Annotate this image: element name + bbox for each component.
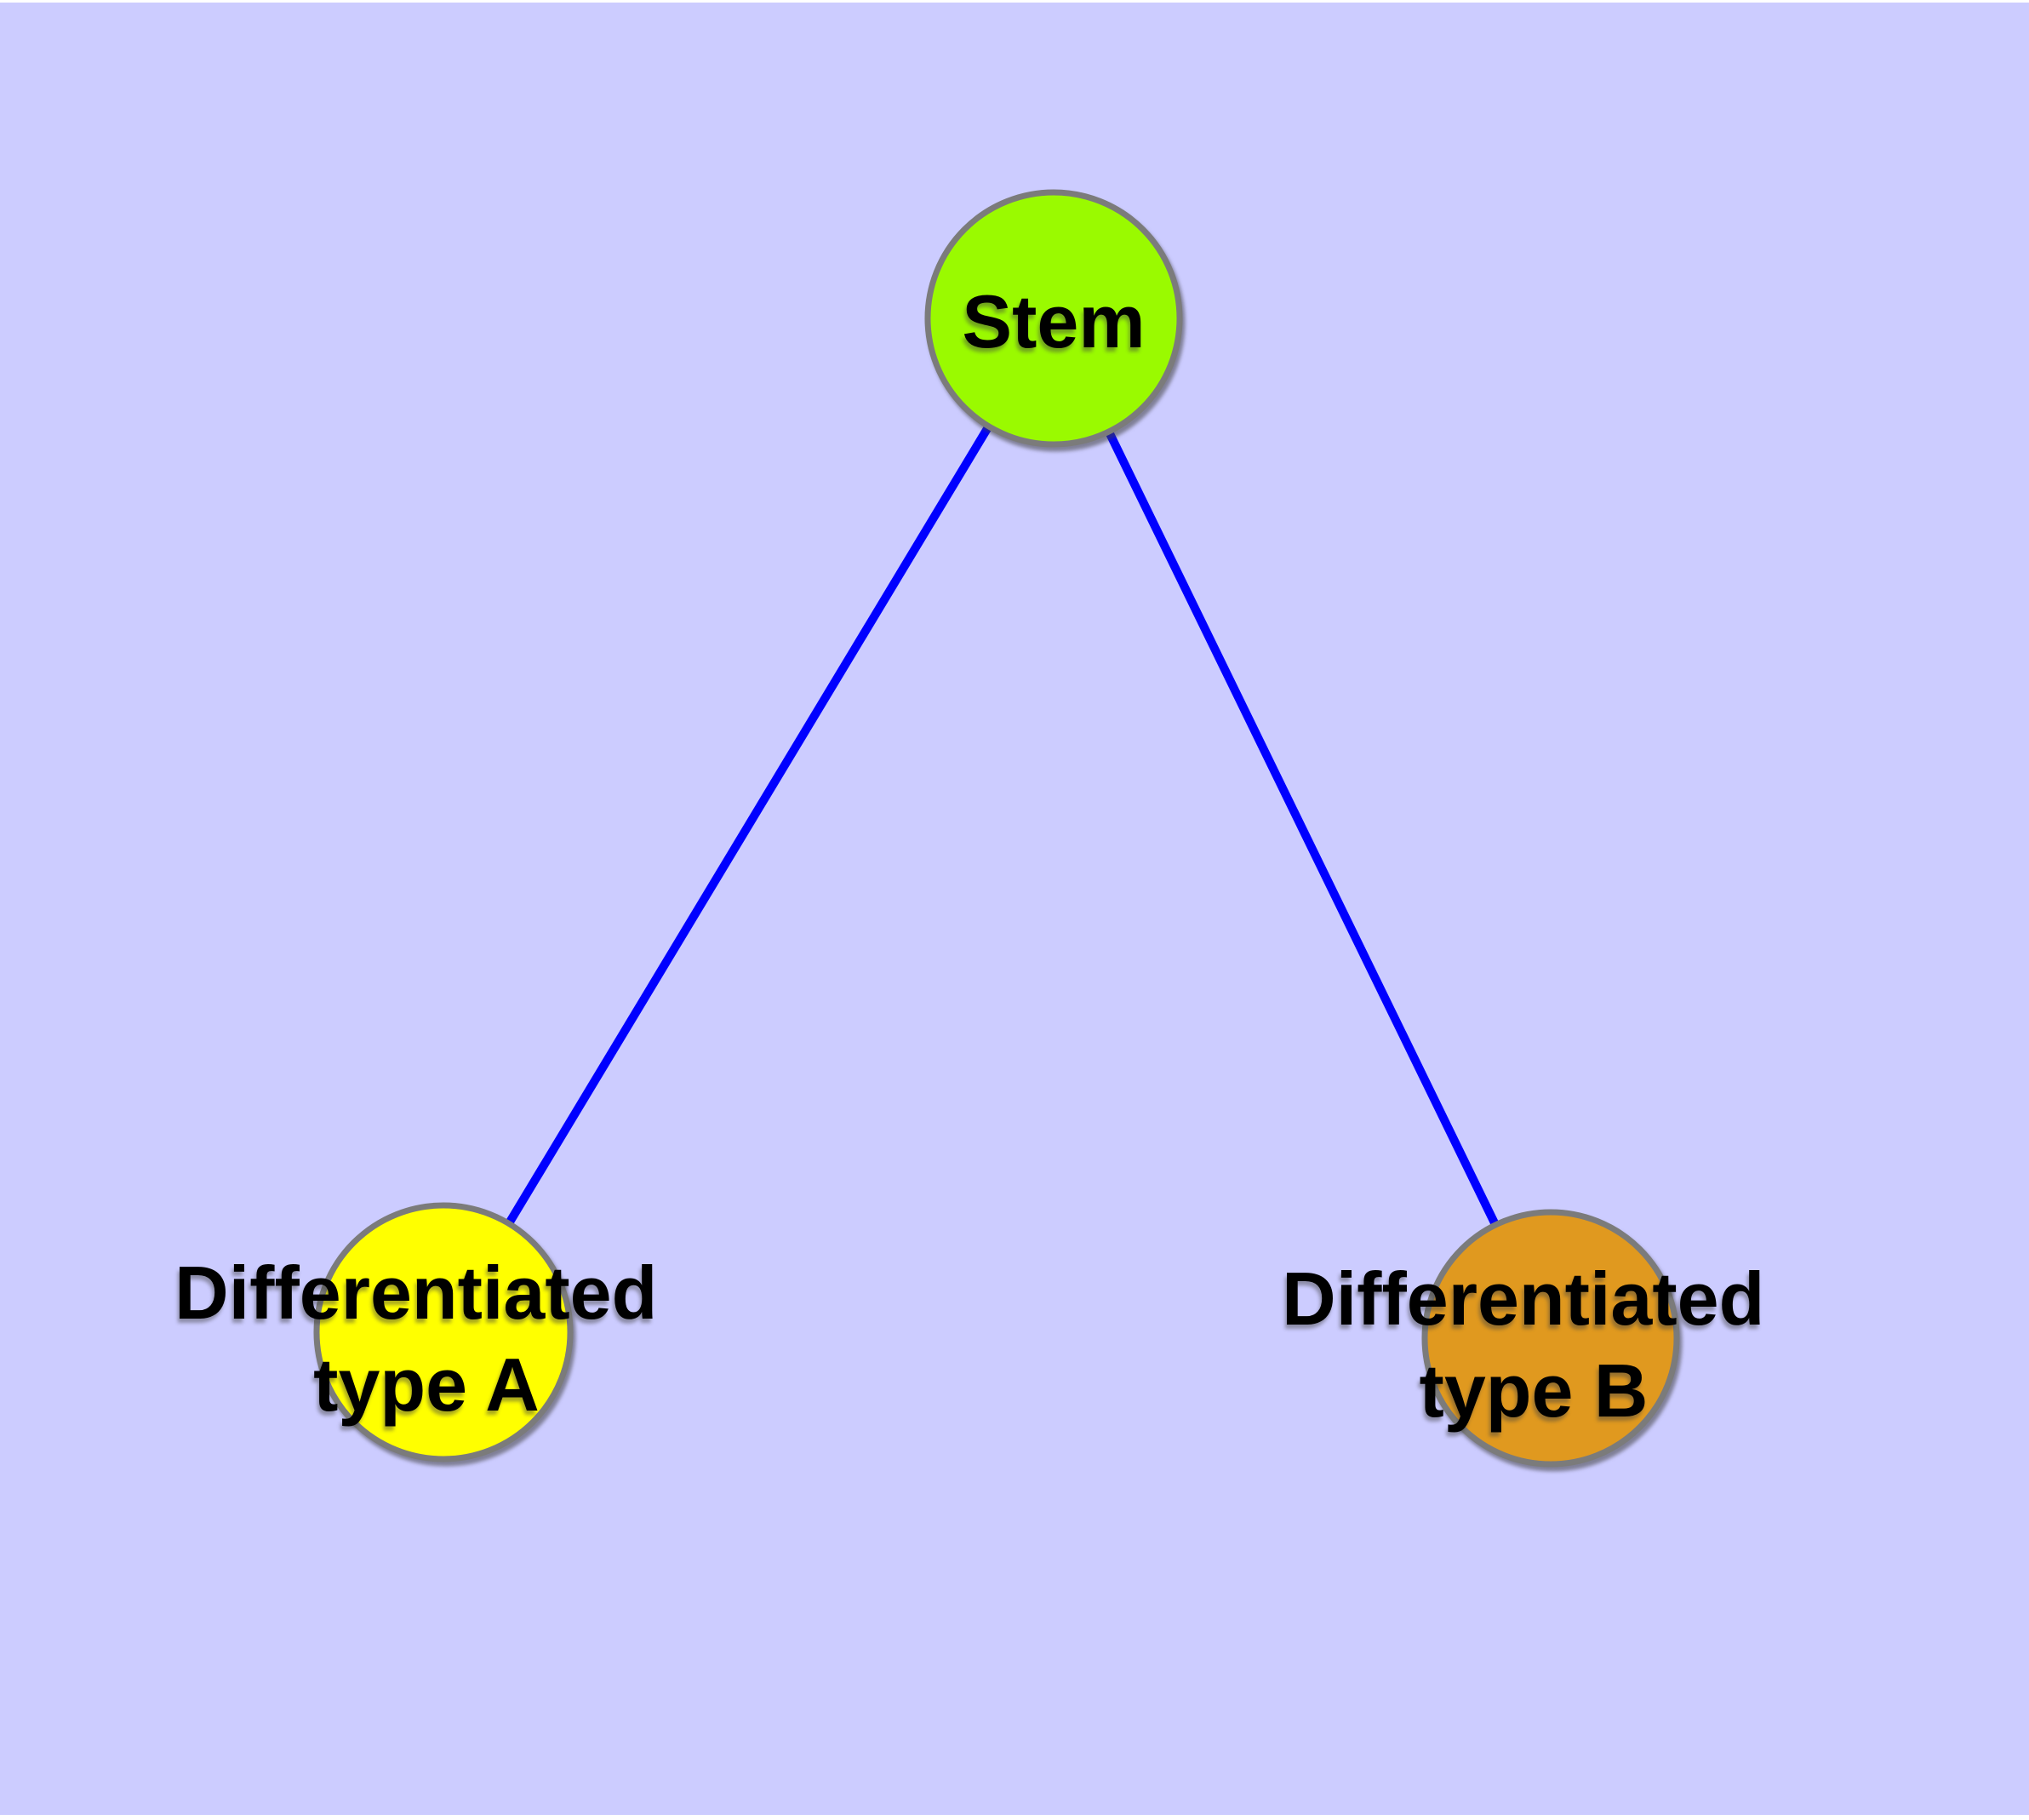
node-stem-circle <box>924 189 1183 448</box>
edge-stem-to-type-a <box>439 316 1058 1335</box>
node-type-b-label-line2: type B <box>1420 1348 1649 1433</box>
node-type-b-label-line1: Differentiated <box>1282 1256 1764 1341</box>
node-type-a-label-line1: Differentiated <box>174 1251 657 1335</box>
node-type-b-circle <box>1421 1209 1680 1468</box>
edge-group <box>439 316 1555 1341</box>
node-stem: Stem <box>924 189 1183 448</box>
node-stem-label: Stem <box>962 279 1145 363</box>
node-type-b: Differentiated type B <box>1282 1209 1786 1468</box>
edge-stem-to-type-b <box>1049 316 1555 1341</box>
node-type-a: Differentiated type A <box>174 1202 678 1462</box>
node-type-a-label-line2: type A <box>313 1342 540 1427</box>
node-type-a-label: Differentiated type A <box>174 1251 678 1427</box>
node-type-a-circle <box>313 1202 574 1462</box>
node-type-b-label: Differentiated type B <box>1282 1256 1786 1433</box>
